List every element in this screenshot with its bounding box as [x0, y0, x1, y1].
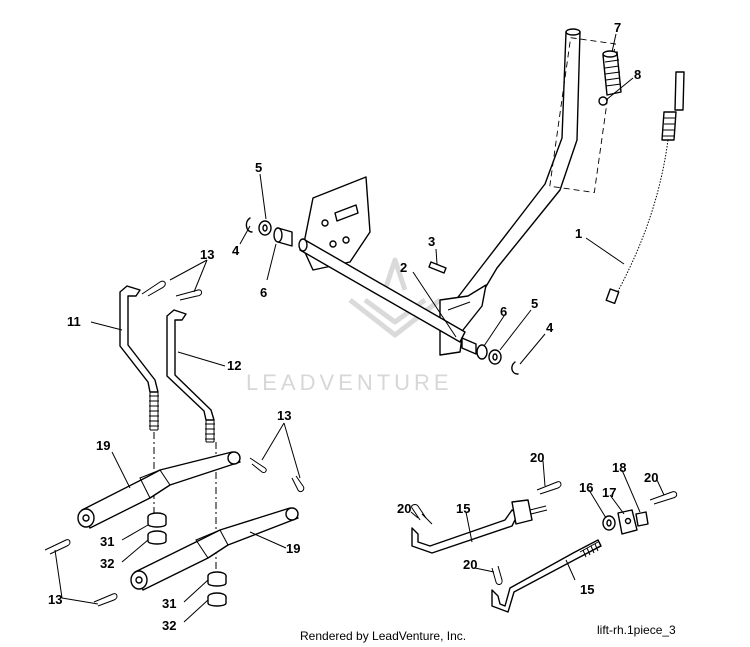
callout-1: 1 — [575, 226, 582, 241]
callout-13-bottom: 13 — [48, 592, 62, 607]
hairpin-clip-13-mid — [249, 457, 305, 493]
callout-5-right: 5 — [531, 296, 538, 311]
grip-dashed-outline — [549, 37, 616, 193]
callout-6-left: 6 — [260, 285, 267, 300]
lift-shaft-part — [298, 238, 466, 343]
lift-handle — [439, 28, 581, 356]
callout-4-right: 4 — [546, 320, 554, 335]
callout-20-d: 20 — [644, 470, 658, 485]
hairpin-clip-20-c — [491, 565, 503, 585]
ferrule-17 — [617, 509, 638, 535]
callout-13-top: 13 — [200, 247, 214, 262]
nut-32-upper — [147, 530, 167, 545]
bushing-31-lower — [207, 571, 227, 587]
lift-rod-upper-part — [411, 499, 548, 554]
callout-5-left: 5 — [255, 160, 262, 175]
callout-20-b: 20 — [530, 450, 544, 465]
callout-15-upper: 15 — [456, 501, 470, 516]
callout-13-mid: 13 — [277, 408, 291, 423]
callout-31-upper: 31 — [100, 534, 114, 549]
hairpin-clip-13-bottom — [44, 539, 118, 607]
callout-31-lower: 31 — [162, 596, 176, 611]
callout-32-lower: 32 — [162, 618, 176, 633]
roll-pin-part — [428, 261, 447, 274]
callout-12: 12 — [227, 358, 241, 373]
hairpin-clip-20-d — [649, 491, 678, 505]
nut-32-lower — [207, 592, 227, 607]
callout-18: 18 — [612, 460, 626, 475]
footer-diagram-id: lift-rh.1piece_3 — [597, 623, 676, 637]
grip-button-part — [598, 96, 608, 106]
hairpin-clip-20-b — [536, 481, 562, 495]
lift-link-12-part — [166, 309, 215, 443]
mounting-plate-part — [302, 176, 371, 271]
callout-19-upper: 19 — [96, 438, 110, 453]
callout-20-c: 20 — [463, 557, 477, 572]
callout-3: 3 — [428, 234, 435, 249]
handle-grip-part — [602, 50, 622, 96]
callout-17: 17 — [602, 485, 616, 500]
callout-8: 8 — [634, 67, 641, 82]
right-shaft-hardware — [461, 337, 519, 375]
callout-16: 16 — [579, 480, 593, 495]
callout-2: 2 — [400, 260, 407, 275]
spring-washer-16 — [602, 515, 616, 531]
callout-6-right: 6 — [500, 304, 507, 319]
callout-11: 11 — [67, 314, 81, 329]
callout-20-a: 20 — [397, 501, 411, 516]
callout-19-lower: 19 — [286, 541, 300, 556]
lift-arm-lower-part — [130, 507, 299, 591]
bushing-31-upper — [147, 512, 167, 528]
lift-arm-upper-part — [77, 451, 241, 529]
lift-cable-part — [605, 71, 685, 305]
callout-32-upper: 32 — [100, 556, 114, 571]
clip-18 — [635, 511, 649, 527]
callout-7: 7 — [614, 20, 621, 35]
hairpin-clip-20-a — [411, 504, 433, 525]
leader-lines — [54, 33, 665, 623]
callout-15-lower: 15 — [580, 582, 594, 597]
left-shaft-hardware — [245, 217, 293, 247]
lift-rod-lower-part — [491, 539, 602, 613]
hairpin-clip-13-top — [141, 280, 203, 301]
callout-4-left: 4 — [232, 243, 240, 258]
lift-link-11-part — [119, 285, 159, 431]
watermark-text: LEADVENTURE — [246, 370, 453, 395]
footer-credit: Rendered by LeadVenture, Inc. — [300, 629, 466, 643]
